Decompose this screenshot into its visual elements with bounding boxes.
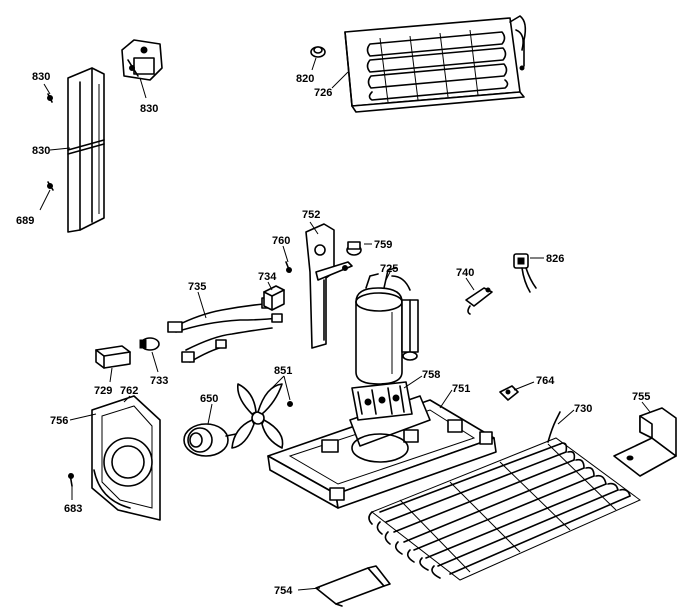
- part-label-830-bracket: 830: [140, 103, 158, 115]
- part-label-733: 733: [150, 375, 168, 387]
- wiring-harness-735-part: [167, 297, 283, 363]
- part-label-754: 754: [274, 585, 293, 597]
- capacitor-729-part: [95, 345, 131, 369]
- part-label-820: 820: [296, 73, 314, 85]
- connector-733-part: [139, 337, 160, 351]
- part-label-740: 740: [456, 267, 474, 279]
- clip-764-part: [499, 385, 519, 401]
- vertical-channel-part: [67, 67, 105, 233]
- relay-734-part: [263, 285, 285, 311]
- part-label-756: 756: [50, 415, 68, 427]
- thermostat-826-part: [513, 253, 537, 293]
- part-label-689: 689: [16, 215, 34, 227]
- part-label-762: 762: [120, 385, 138, 397]
- compressor-bracket-752-part: [305, 223, 353, 349]
- screw-760-part: [285, 261, 292, 273]
- part-labels: 830 830 689 830 820 726 752 760 759 725 …: [16, 71, 650, 597]
- part-label-726: 726: [314, 87, 332, 99]
- part-label-735: 735: [188, 281, 206, 293]
- bracket-830-part: [121, 39, 163, 81]
- screw-683-part: [68, 473, 74, 487]
- compressor-base-758-part: [351, 381, 413, 421]
- part-label-730: 730: [574, 403, 592, 415]
- condenser-coil-726-part: [344, 15, 527, 113]
- clip-740-part: [465, 287, 493, 315]
- screw-689-part: [47, 181, 54, 191]
- part-label-751: 751: [452, 383, 470, 395]
- part-label-760: 760: [272, 235, 290, 247]
- part-label-851: 851: [274, 365, 292, 377]
- part-label-752: 752: [302, 209, 320, 221]
- part-label-725: 725: [380, 263, 398, 275]
- part-label-758: 758: [422, 369, 440, 381]
- part-label-830-channel: 830: [32, 145, 50, 157]
- bracket-754-part: [315, 565, 391, 607]
- grommet-759-part: [346, 241, 362, 256]
- part-label-650: 650: [200, 393, 218, 405]
- part-label-826: 826: [546, 253, 564, 265]
- part-label-734: 734: [258, 271, 277, 283]
- leader-lines: [39, 57, 651, 591]
- fan-shroud-762-part: [91, 395, 161, 521]
- part-label-729: 729: [94, 385, 112, 397]
- part-label-759: 759: [374, 239, 392, 251]
- condenser-coil-730-part: [368, 411, 641, 581]
- grommet-820-part: [310, 46, 326, 58]
- bracket-755-part: [613, 407, 677, 477]
- part-label-764: 764: [536, 375, 555, 387]
- fan-motor-650-part: [183, 423, 237, 457]
- compressor-725-part: [355, 267, 419, 385]
- part-label-683: 683: [64, 503, 82, 515]
- fan-blade-851-part: [231, 383, 293, 449]
- part-label-755: 755: [632, 391, 650, 403]
- screw-830-part: [47, 93, 53, 103]
- part-label-830-upper-left: 830: [32, 71, 50, 83]
